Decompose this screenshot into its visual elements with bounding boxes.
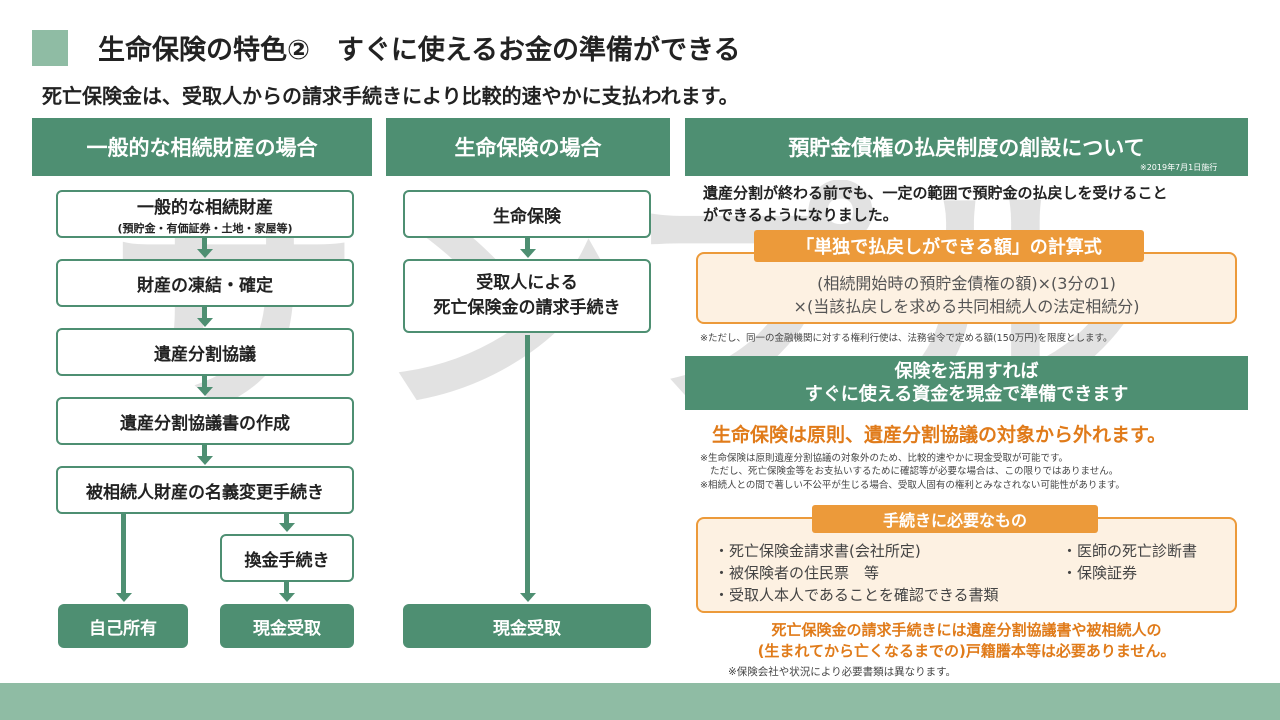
division-agreement-box: 遺産分割協議書の作成	[56, 397, 354, 445]
deposit-intro: 遺産分割が終わる前でも、一定の範囲で預貯金の払戻しを受けること ができるようにな…	[703, 183, 1168, 227]
col3-heading: 預貯金債権の払戻制度の創設について	[685, 118, 1248, 176]
connector-1	[202, 238, 207, 250]
enforcement-date-note: ※2019年7月1日施行	[1140, 163, 1218, 172]
documents-heading: 手続きに必要なもの	[812, 505, 1098, 533]
insurance-heading-line1: 保険を活用すれば	[894, 360, 1039, 382]
connector-3	[202, 376, 207, 388]
connector-4	[202, 445, 207, 457]
formula-box	[696, 252, 1237, 324]
life-insurance-box: 生命保険	[403, 190, 651, 238]
arrow-3	[197, 387, 213, 396]
page-subtitle: 死亡保険金は、受取人からの請求手続きにより比較的速やかに支払われます。	[42, 84, 739, 108]
name-change-box: 被相続人財産の名義変更手続き	[56, 466, 354, 514]
result-cash-received-col2: 現金受取	[403, 604, 651, 648]
connector-5	[284, 514, 289, 524]
arrow-left-long	[116, 593, 132, 602]
general-assets-title: 一般的な相続財産	[137, 197, 273, 218]
connector-col2-long	[525, 335, 530, 594]
insurance-note-3: ※相続人との間で著しい不公平が生じる場合、受取人固有の権利とみなされない可能性が…	[700, 479, 1125, 491]
documents-list-right: ・医師の死亡診断書 ・保険証券	[1062, 541, 1197, 585]
beneficiary-claim-line1: 受取人による	[476, 272, 578, 293]
conclusion-line2: (生まれてから亡くなるまでの)戸籍謄本等は必要ありません。	[757, 642, 1176, 660]
document-item-id-proof: ・受取人本人であることを確認できる書類	[714, 585, 999, 604]
page-title: 生命保険の特色② すぐに使えるお金の準備ができる	[98, 35, 741, 66]
document-item-resident-record: ・被保険者の住民票 等	[714, 563, 880, 582]
col2-heading: 生命保険の場合	[386, 118, 670, 176]
beneficiary-claim-line2: 死亡保険金の請求手続き	[433, 298, 621, 318]
header-accent-square	[32, 30, 68, 66]
arrow-1	[197, 249, 213, 258]
arrow-col2-1	[520, 249, 536, 258]
document-item-policy: ・保険証券	[1062, 563, 1138, 582]
formula-note: ※ただし、同一の金融機関に対する権利行使は、法務省令で定める額(150万円)を限…	[700, 333, 1113, 344]
document-item-death-certificate: ・医師の死亡診断書	[1062, 542, 1198, 560]
formula-line2: ×(当該払戻しを求める共同相続人の法定相続分)	[793, 297, 1140, 317]
beneficiary-claim-box: 受取人による 死亡保険金の請求手続き	[403, 259, 651, 333]
insurance-highlight: 生命保険は原則、遺産分割協議の対象から外れます。	[712, 424, 1167, 446]
insurance-note-1: ※生命保険は原則遺産分割協議の対象外のため、比較的速やかに現金受取が可能です。	[700, 453, 1069, 464]
result-own-property: 自己所有	[58, 604, 188, 648]
arrow-5	[279, 523, 295, 532]
footer-band	[0, 683, 1280, 720]
deposit-intro-line1: 遺産分割が終わる前でも、一定の範囲で預貯金の払戻しを受けること	[703, 184, 1168, 202]
general-assets-subtitle: (預貯金・有価証券・土地・家屋等)	[117, 221, 293, 235]
documents-box	[696, 517, 1237, 613]
insurance-notes: ※生命保険は原則遺産分割協議の対象外のため、比較的速やかに現金受取が可能です。 …	[700, 452, 1125, 492]
arrow-col2-long	[520, 593, 536, 602]
formula-heading: 「単独で払戻しができる額」の計算式	[754, 230, 1144, 262]
connector-left-long	[121, 514, 126, 594]
insurance-note-2: ただし、死亡保険金等をお支払いするために確認等が必要な場合は、この限りではありま…	[710, 466, 1119, 478]
connector-col2-1	[525, 238, 530, 250]
document-item-claim-form: ・死亡保険金請求書(会社所定)	[714, 542, 921, 560]
col1-heading: 一般的な相続財産の場合	[32, 118, 372, 176]
cash-conversion-box: 換金手続き	[220, 534, 354, 582]
conclusion-line1: 死亡保険金の請求手続きには遺産分割協議書や被相続人の	[771, 621, 1162, 639]
arrow-6	[279, 593, 295, 602]
documents-list-left: ・死亡保険金請求書(会社所定) ・被保険者の住民票 等 ・受取人本人であることを…	[714, 541, 999, 606]
result-cash-received-col1: 現金受取	[220, 604, 354, 648]
connector-6	[284, 582, 289, 594]
formula-text: (相続開始時の預貯金債権の額)×(3分の1) ×(当該払戻しを求める共同相続人の…	[696, 272, 1237, 318]
freeze-confirm-box: 財産の凍結・確定	[56, 259, 354, 307]
arrow-4	[197, 456, 213, 465]
general-assets-box: 一般的な相続財産 (預貯金・有価証券・土地・家屋等)	[56, 190, 354, 238]
footer-note: ※保険会社や状況により必要書類は異なります。	[728, 666, 957, 678]
insurance-heading: 保険を活用すれば すぐに使える資金を現金で準備できます	[685, 356, 1248, 410]
connector-2	[202, 307, 207, 319]
col3-heading-text: 預貯金債権の払戻制度の創設について	[788, 136, 1145, 160]
deposit-intro-line2: ができるようになりました。	[703, 205, 898, 224]
formula-line1: (相続開始時の預貯金債権の額)×(3分の1)	[817, 274, 1116, 293]
conclusion-text: 死亡保険金の請求手続きには遺産分割協議書や被相続人の (生まれてから亡くなるまで…	[696, 620, 1237, 662]
insurance-heading-line2: すぐに使える資金を現金で準備できます	[804, 384, 1129, 405]
division-meeting-box: 遺産分割協議	[56, 328, 354, 376]
arrow-2	[197, 318, 213, 327]
